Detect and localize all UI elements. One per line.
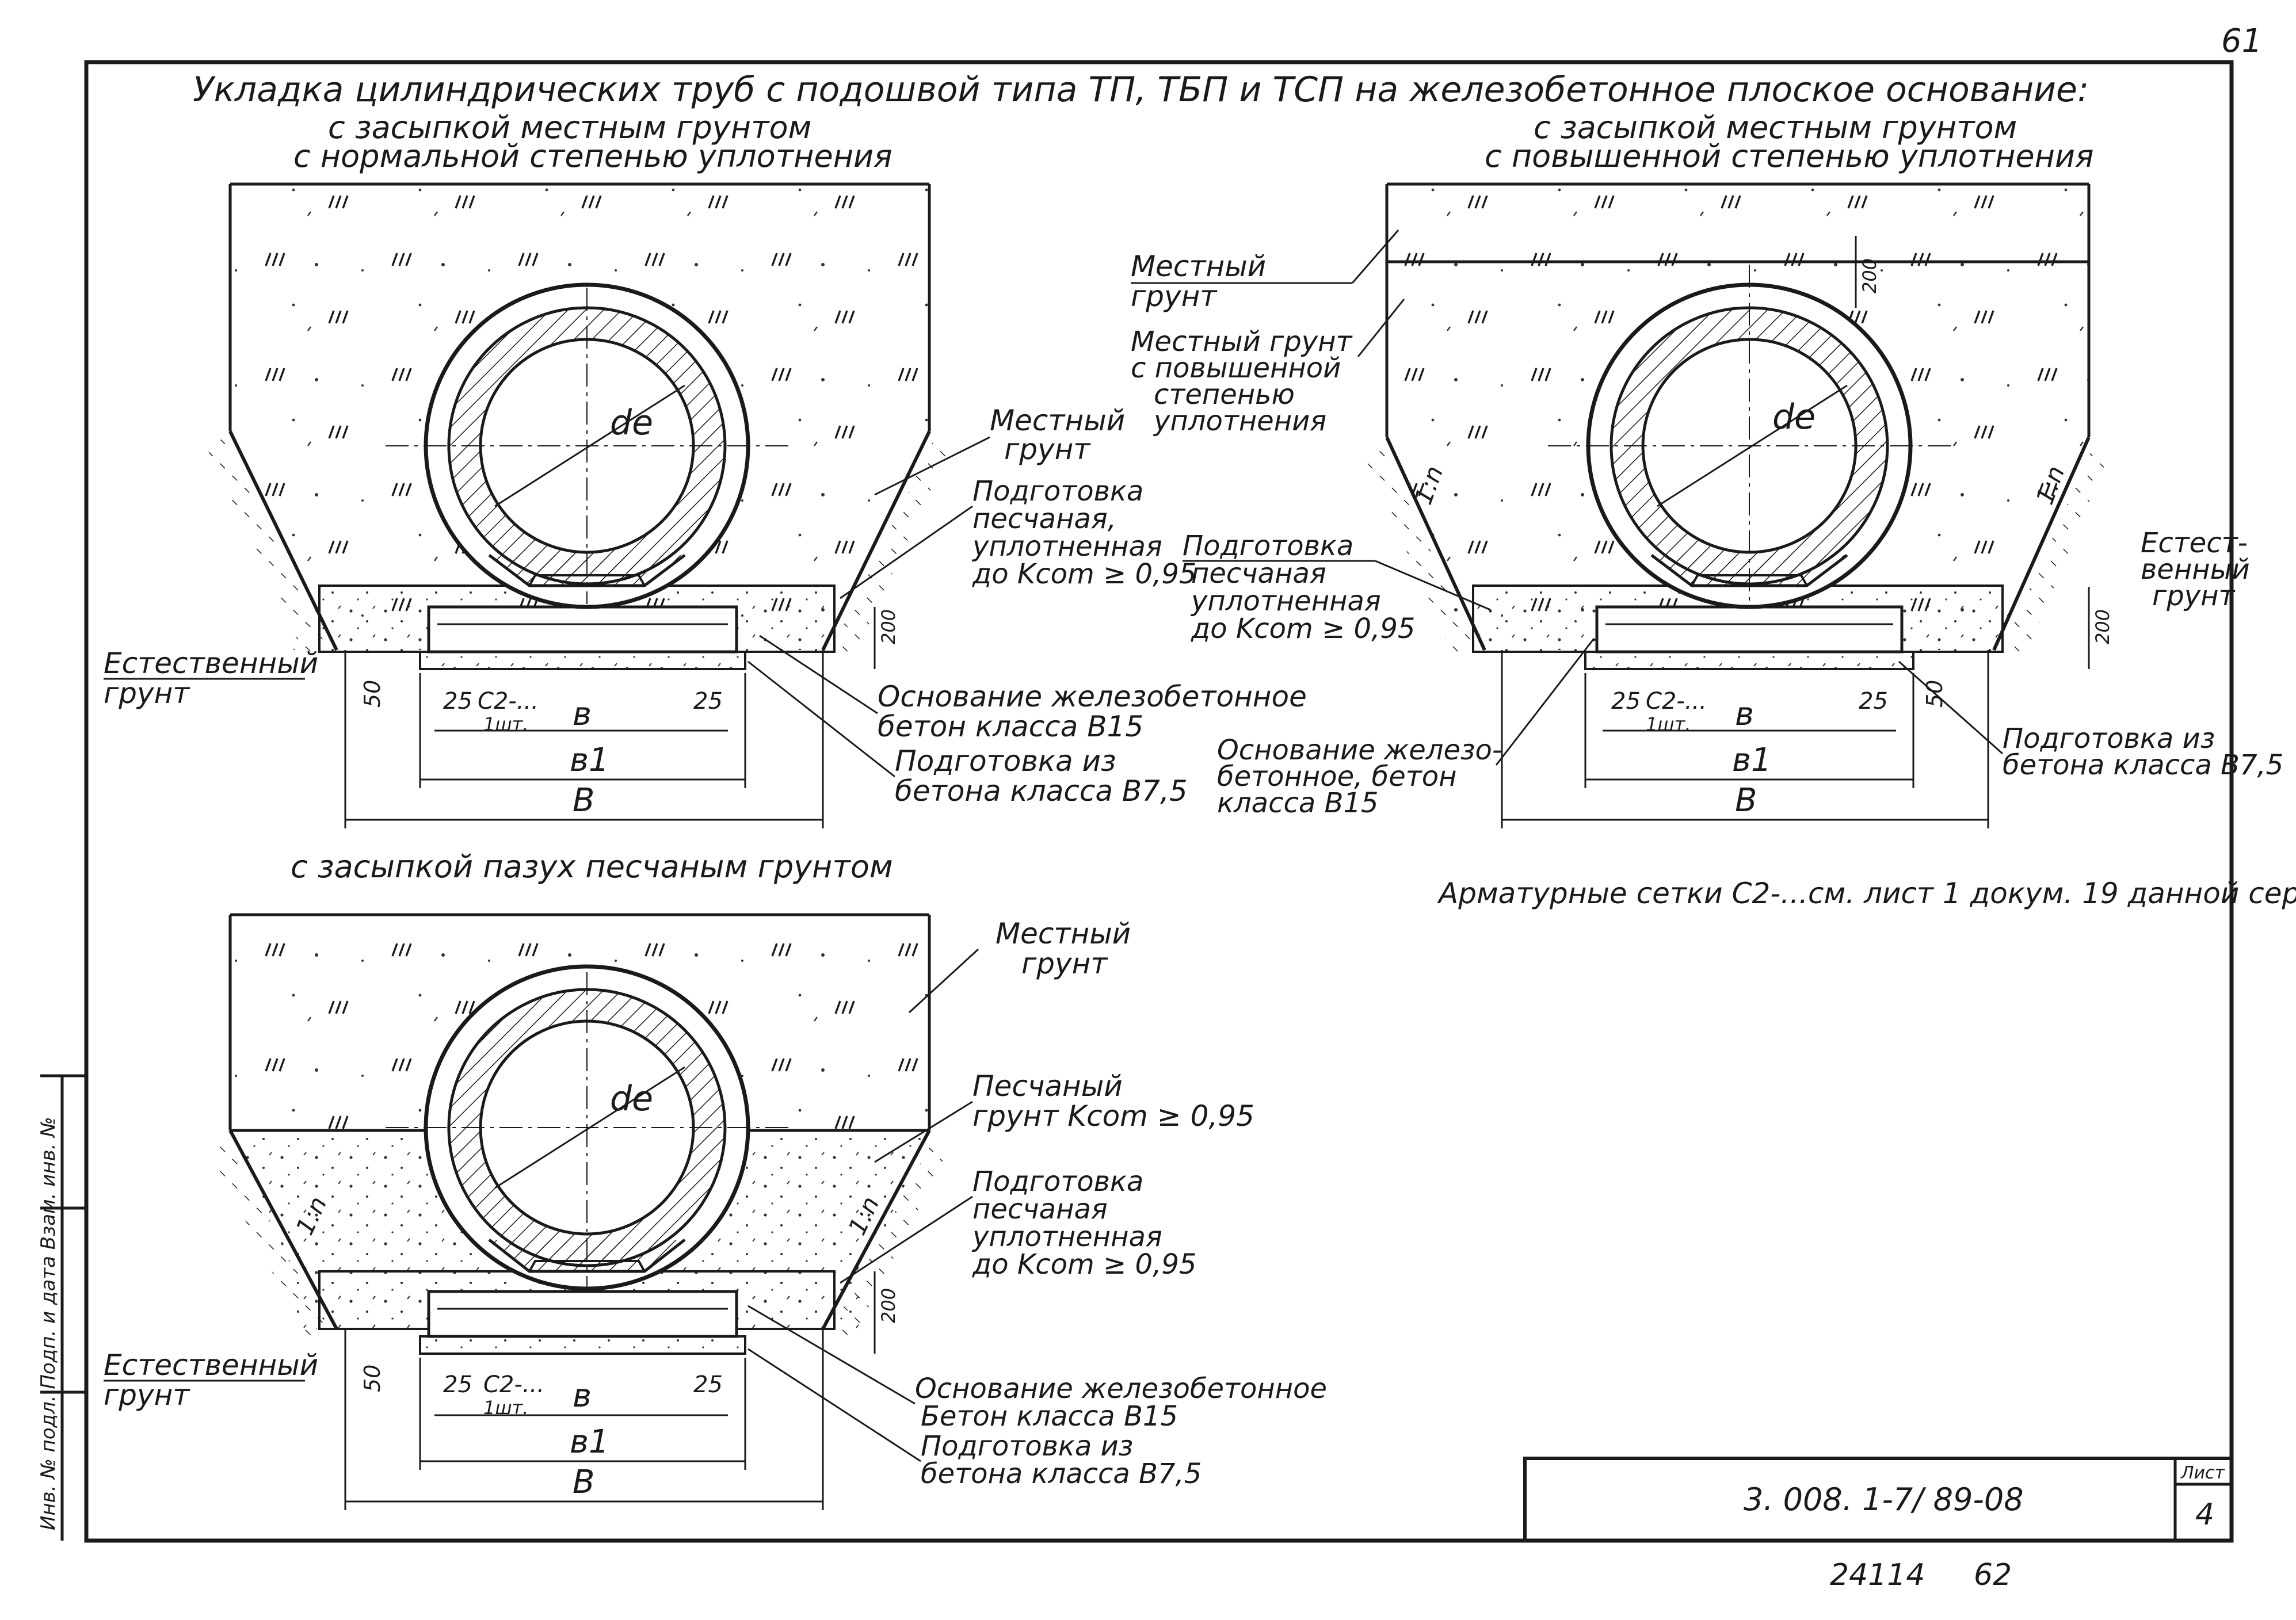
side-stamp-text: Инв. № подл. Подп. и дата Взам. инв. №	[37, 1117, 60, 1530]
concrete-prep-2	[1584, 651, 1914, 670]
dim-25-right: 25	[693, 688, 723, 715]
mesh-count: 1шт.	[483, 713, 528, 735]
reinforcement-note: Арматурные сетки С2-...см. лист 1 докум.…	[1437, 877, 2296, 910]
diameter-label-3: de	[610, 1079, 653, 1119]
dim-B-3: В	[573, 1464, 594, 1501]
section-sand-caption: с засыпкой пазух песчаным грунтом	[291, 849, 893, 885]
concrete-base	[427, 605, 738, 654]
dim-b1-2: в1	[1732, 742, 1772, 779]
dim-b-2: в	[1735, 696, 1754, 733]
dim-B-2: В	[1735, 782, 1757, 819]
title-block: 3. 008. 1-7/ 89-08 Лист 4	[1523, 1457, 2233, 1542]
doc-code: 3. 008. 1-7/ 89-08	[1744, 1481, 2024, 1518]
sheet-frame	[84, 60, 2234, 1543]
diameter-label: de	[610, 403, 653, 443]
mesh-count-3: 1шт.	[483, 1397, 528, 1419]
section-increased-caption-2: с повышенной степенью уплотнения	[1485, 138, 2094, 174]
section-normal-caption-2: с нормальной степенью уплотнения	[293, 138, 893, 174]
archive-number: 24114	[1830, 1558, 1925, 1592]
list-label: Лист	[2180, 1463, 2226, 1483]
concrete-prep	[419, 651, 746, 670]
diameter-label-2: de	[1772, 397, 1816, 437]
page-number: 61	[2221, 22, 2262, 60]
dim-200-4: 200	[878, 1288, 899, 1323]
archive-page: 62	[1974, 1558, 2012, 1592]
mesh-label-2: С2-...	[1646, 688, 1707, 715]
concrete-base-2	[1595, 605, 1904, 654]
mesh-label-3: С2-...	[483, 1371, 544, 1398]
mesh-label: С2-...	[478, 688, 539, 715]
dim-b-3: в	[573, 1377, 592, 1415]
dim-25-left-2: 25	[1611, 688, 1641, 715]
dim-50: 50	[360, 680, 385, 708]
dim-50-3: 50	[360, 1365, 385, 1392]
side-stamp: Инв. № подл. Подп. и дата Взам. инв. №	[37, 1074, 86, 1541]
dim-200-2: 200	[1859, 258, 1881, 293]
concrete-prep-3	[419, 1335, 746, 1355]
dim-25-right-3: 25	[693, 1371, 723, 1398]
dimensions-sand	[344, 1271, 876, 1510]
dimensions-normal	[344, 607, 876, 828]
dim-200-3: 200	[2092, 609, 2114, 644]
dim-25-left-3: 25	[443, 1371, 472, 1398]
dim-b1: в1	[570, 742, 609, 779]
dim-b1-3: в1	[570, 1423, 609, 1461]
concrete-base-3	[427, 1290, 738, 1338]
list-number: 4	[2195, 1497, 2214, 1532]
dim-25-left: 25	[443, 688, 472, 715]
mesh-count-2: 1шт.	[1646, 713, 1691, 735]
dim-200: 200	[878, 609, 899, 644]
main-title: Укладка цилиндрических труб с подошвой т…	[193, 70, 2089, 110]
section-normal-caption-1: с засыпкой местным грунтом	[328, 109, 811, 146]
section-normal-compaction: с засыпкой местным грунтом с нормальной …	[104, 109, 1307, 828]
section-sand-backfill: с засыпкой пазух песчаным грунтом de	[104, 849, 1327, 1510]
dim-b: в	[573, 696, 592, 733]
section-increased-compaction: с засыпкой местным грунтом с повышенной …	[1131, 109, 2283, 828]
dim-25-right-2: 25	[1859, 688, 1888, 715]
section-increased-caption-1: с засыпкой местным грунтом	[1534, 109, 2017, 146]
dim-B: В	[573, 782, 594, 819]
dimensions-increased	[1501, 236, 2090, 828]
